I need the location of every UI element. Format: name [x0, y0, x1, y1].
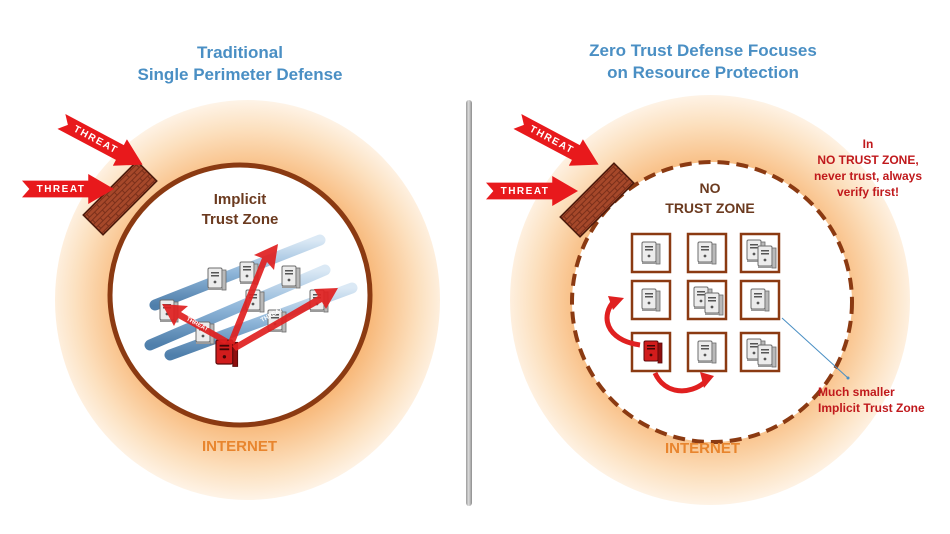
- left-title: Traditional Single Perimeter Defense: [110, 42, 370, 86]
- left-internet-label: INTERNET: [202, 438, 277, 455]
- note-line3: never trust, always: [813, 169, 923, 183]
- left-zone-line1: Implicit: [213, 191, 267, 208]
- note-line1: In: [862, 137, 874, 151]
- threat-label: THREAT: [36, 183, 86, 195]
- left-zone-line2: Trust Zone: [201, 211, 279, 228]
- right-internet-label: INTERNET: [665, 440, 740, 457]
- callout-line: [781, 317, 849, 379]
- smaller-trust-zone-callout: Much smaller Implicit Trust Zone: [818, 384, 946, 416]
- left-lateral-threat-arrows: [162, 244, 338, 351]
- right-title-line2: on Resource Protection: [607, 63, 799, 82]
- left-title-line2: Single Perimeter Defense: [137, 65, 343, 84]
- callout-line1: Much smaller: [818, 385, 895, 399]
- no-trust-note: In NO TRUST ZONE, never trust, always ve…: [800, 136, 936, 200]
- left-title-line1: Traditional: [197, 43, 283, 62]
- right-zone-line2: TRUST ZONE: [665, 200, 755, 216]
- note-line2: NO TRUST ZONE,: [817, 153, 919, 167]
- panel-divider: [466, 100, 472, 506]
- note-line4: verify first!: [836, 185, 900, 199]
- right-zone-line1: NO: [699, 180, 721, 196]
- right-firewall: [559, 162, 635, 238]
- right-title-line1: Zero Trust Defense Focuses: [589, 41, 817, 60]
- threat-label: THREAT: [500, 185, 550, 197]
- right-blocked-threat-arrows: [604, 298, 707, 394]
- left-perimeter-circle: [107, 162, 373, 428]
- right-zone-label: NO TRUST ZONE: [640, 178, 780, 218]
- right-title: Zero Trust Defense Focuses on Resource P…: [548, 40, 858, 84]
- right-compromised-server: [643, 340, 663, 364]
- left-zone-label: Implicit Trust Zone: [180, 190, 300, 230]
- callout-line2: Implicit Trust Zone: [818, 401, 925, 415]
